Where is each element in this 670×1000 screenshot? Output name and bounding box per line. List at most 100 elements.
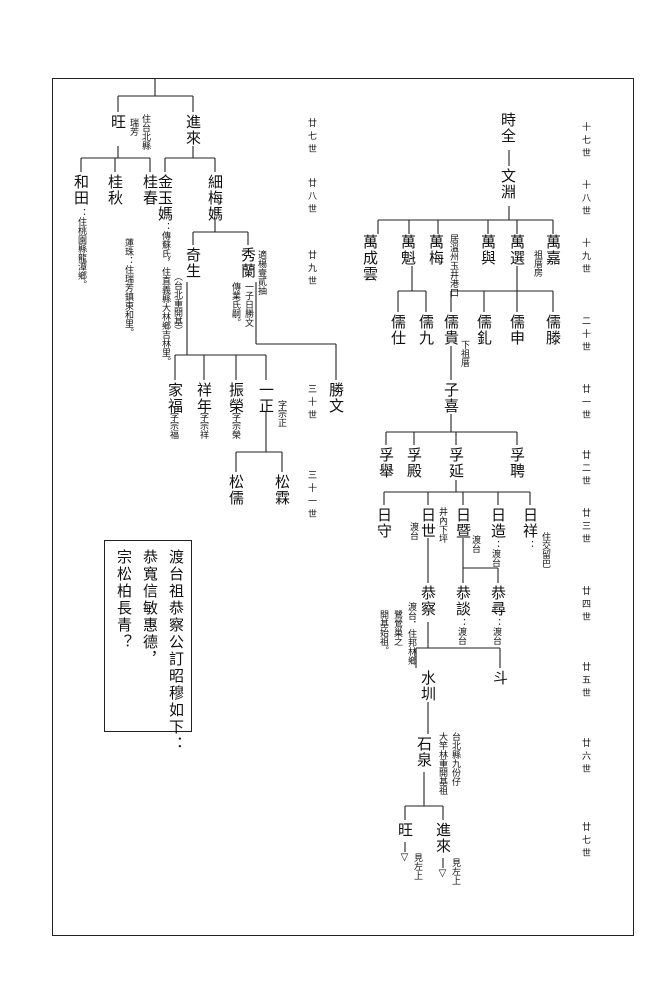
note-qisheng: （台北重開基） [172, 272, 182, 335]
name-xiulan: 秀蘭 [239, 247, 257, 279]
gen-label-left-29: 廿九世 [306, 250, 316, 289]
note-see-left-2: 見左上 [450, 858, 460, 885]
note-jinyu: ：傳蘇氏，住直義縣大林鄉吉林里。 [160, 222, 170, 366]
page-frame [52, 78, 634, 936]
name-hetian: 和田 [72, 174, 90, 206]
style-zhenrong: 字宗榮 [230, 412, 240, 439]
name-songru: 松儒 [227, 474, 245, 506]
note-gongcha-3: 開基始祖。 [378, 610, 388, 655]
name-rujiu: 儒九 [417, 314, 435, 346]
name-gongtan: 恭談 [454, 585, 472, 617]
note-gongcha: 渡台．住邦林鄉 [406, 602, 416, 665]
name-jinyu-ma: 金玉媽 [156, 174, 174, 222]
note-wanjia: 祖厝房 [532, 250, 542, 277]
name-wankui: 萬魁 [399, 234, 417, 266]
verse-line-3: 宗松柏長青？ [115, 549, 133, 651]
gen-label-26: 廿六世 [580, 738, 590, 777]
style-xiangnian: 字宗祥 [198, 412, 208, 439]
triangle-down-icon-2: ▽ [437, 868, 448, 879]
note-hetian: ：住桃園縣龍潭鄉。 [76, 208, 86, 289]
name-shiquan-26: 石泉 [415, 736, 433, 768]
name-wang-right: 旺 [396, 822, 414, 838]
note-guichun: 蓮珠：住瑞芳鎮東和里。 [123, 238, 133, 337]
gen-label-24: 廿四世 [580, 586, 590, 625]
gen-label-27: 廿七世 [580, 822, 590, 861]
name-fudian: 孚殿 [405, 447, 423, 479]
name-yizheng: 一正 [257, 382, 275, 414]
name-jinlai-right: 進來 [434, 822, 452, 854]
gen-label-19: 十九世 [580, 238, 590, 277]
style-jiafu: 字宗福 [168, 412, 178, 439]
name-fuyan: 孚延 [447, 447, 465, 479]
name-shengwen: 勝文 [327, 382, 345, 414]
name-wang-left: 旺 [109, 114, 127, 130]
name-wancheng-yun: 萬成雲 [361, 234, 379, 282]
name-zixi: 子喜 [442, 382, 460, 414]
note-shiquan-1: 台北縣九份仔 [450, 732, 460, 786]
name-guiqiu: 桂秋 [106, 174, 124, 206]
note-rugui: 下祖厝 [459, 340, 469, 367]
gen-label-23: 廿三世 [580, 508, 590, 547]
name-rugui: 儒貴 [442, 314, 460, 346]
verse-box: 渡台祖恭察公訂昭穆如下： 恭寬信敏惠德， 宗松柏長青？ [104, 540, 192, 753]
gen-label-25: 廿五世 [580, 662, 590, 701]
note-riji: 渡台 [470, 535, 480, 553]
name-rushi: 儒仕 [389, 314, 407, 346]
name-xiangnian: 祥年 [195, 382, 213, 414]
note-rizao: ：渡台 [490, 540, 500, 567]
name-rixiang: 日祥 [521, 507, 539, 539]
note-gongtan: ：渡台 [456, 618, 466, 645]
name-rishi: 日世 [419, 507, 437, 539]
note-rixiang-colon: ： [524, 540, 534, 549]
note-see-left: 見左上 [412, 853, 422, 880]
note-rishi: 井內下坪 [437, 507, 447, 543]
name-rizao: 日造 [489, 507, 507, 539]
gen-label-left-27: 廿七世 [306, 118, 316, 157]
note-gongxun: ：渡台 [491, 618, 501, 645]
name-shuizhen: 水圳 [419, 670, 437, 702]
name-wanyu: 萬與 [479, 234, 497, 266]
name-wanjia: 萬嘉 [544, 234, 562, 266]
name-shiquan: 時全 [499, 112, 517, 144]
name-gongcha: 恭察 [419, 585, 437, 617]
note-xiulan-2: 一子日勝文 [243, 282, 253, 327]
name-ruteng: 儒滕 [544, 314, 562, 346]
note-rishi-dutai: 渡台 [408, 522, 418, 540]
gen-label-left-30: 三十世 [306, 384, 316, 423]
name-jiafu: 家福 [166, 382, 184, 414]
gen-label-20: 二十世 [580, 316, 590, 355]
verse-line-1: 渡台祖恭察公訂昭穆如下： [167, 549, 185, 753]
verse-line-2: 恭寬信敏惠德， [141, 549, 159, 668]
name-guichun: 桂春 [141, 174, 159, 206]
note-xiulan-1: 適楊壹貳抽 [256, 250, 266, 295]
style-yizheng: 字宗正 [276, 400, 286, 427]
triangle-down-icon: ▽ [399, 852, 410, 863]
note-wang-2: 瑞芳 [128, 118, 138, 136]
name-fupin: 孚聘 [508, 447, 526, 479]
note-rixiang: 住交留巴 [540, 532, 550, 568]
name-ximei-ma: 細梅媽 [206, 174, 224, 222]
name-dou: 斗 [491, 670, 509, 686]
note-gongcha-2: 鷺鶯巢之 [392, 610, 402, 646]
note-wanmei: 居溫州玉井港口 [448, 234, 458, 297]
name-rushen: 儒申 [508, 314, 526, 346]
name-songlin: 松霖 [273, 474, 291, 506]
gen-label-18: 十八世 [580, 180, 590, 219]
name-fuju: 孚舉 [377, 447, 395, 479]
name-zhenrong: 振榮 [227, 382, 245, 414]
name-gongxun: 恭尋 [489, 585, 507, 617]
gen-label-21: 廿一世 [580, 384, 590, 423]
note-wang: 住台北縣 [140, 114, 150, 150]
note-xiulan-3: 傳業氏嗣。 [230, 282, 240, 327]
name-wanmei: 萬梅 [427, 234, 445, 266]
name-ruzhao: 儒釓 [475, 314, 493, 346]
gen-label-22: 廿二世 [580, 450, 590, 489]
name-riji: 日暨 [454, 507, 472, 539]
gen-label-left-31: 三十一世 [306, 470, 316, 522]
name-rishou: 日守 [375, 507, 393, 539]
gen-label-17: 十七世 [580, 122, 590, 161]
name-wanxuan: 萬選 [508, 234, 526, 266]
name-wenyuan: 文淵 [499, 168, 517, 200]
name-qisheng: 奇生 [184, 247, 202, 279]
